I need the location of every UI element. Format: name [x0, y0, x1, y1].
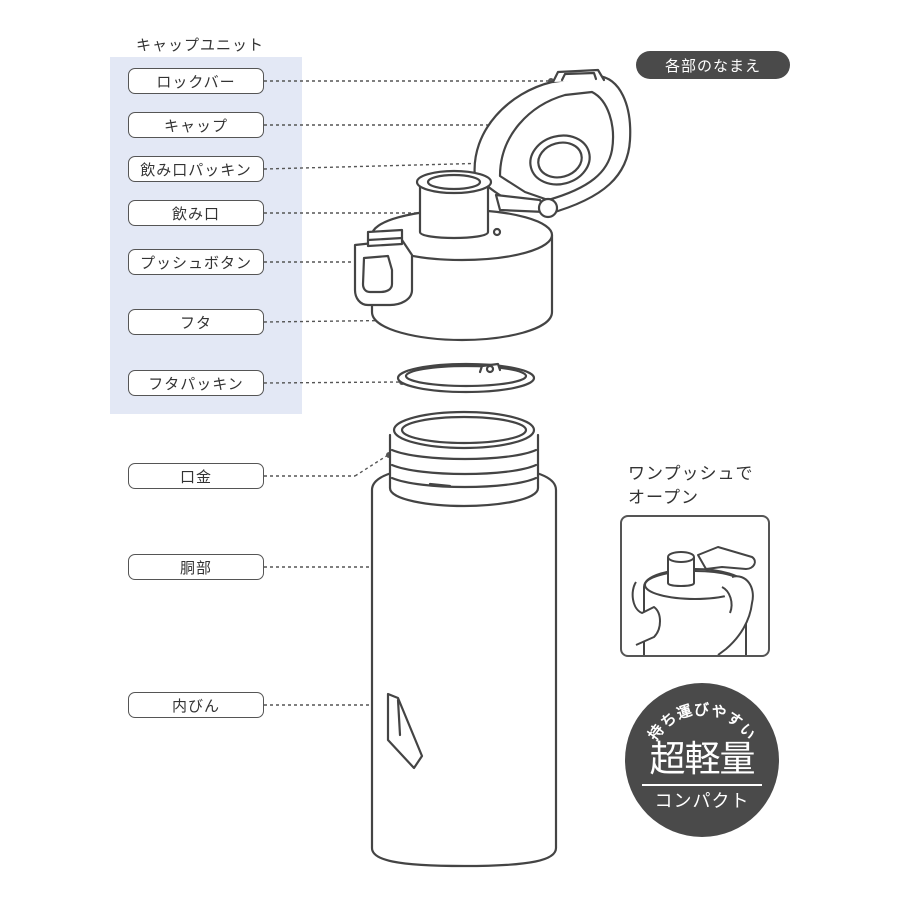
label-lock-bar: ロックバー: [128, 68, 264, 94]
one-push-open-illustration: [620, 515, 770, 657]
label-inner-bottle: 内びん: [128, 692, 264, 718]
one-push-open-line1: ワンプッシュで: [628, 464, 754, 484]
label-spout-gasket: 飲み口パッキン: [128, 156, 264, 182]
label-mouth-ring: 口金: [128, 463, 264, 489]
bottle-body: [370, 410, 558, 868]
lid-gasket: [396, 362, 536, 394]
flip-cap: [473, 68, 632, 219]
label-body: 胴部: [128, 554, 264, 580]
label-push-button: プッシュボタン: [128, 249, 264, 275]
label-cap: キャップ: [128, 112, 264, 138]
leader-lines: [263, 80, 550, 706]
label-lid-gasket: フタパッキン: [128, 370, 264, 396]
cap-unit-title: キャップユニット: [136, 36, 265, 54]
svg-text:持ち運びやすい: 持ち運びやすい: [644, 700, 759, 744]
label-lid: フタ: [128, 309, 264, 335]
promo-arc-text: 持ち運びやすい: [644, 700, 759, 744]
promo-compact: コンパクト: [654, 791, 750, 812]
promo-divider: [642, 784, 762, 786]
promo-super-lightweight: 超軽量: [649, 739, 755, 780]
one-push-open-caption: ワンプッシュで オープン: [628, 462, 754, 510]
one-push-open-line2: オープン: [628, 488, 699, 508]
hand-opening-bottle-icon: [631, 546, 756, 655]
parts-names-badge: 各部のなまえ: [636, 51, 790, 79]
promo-easy-to-carry: 持ち運びやすい: [644, 700, 758, 744]
lid-body: [353, 169, 554, 342]
lightweight-promo-circle: 持ち運びやすい: [625, 683, 779, 837]
label-spout: 飲み口: [128, 200, 264, 226]
